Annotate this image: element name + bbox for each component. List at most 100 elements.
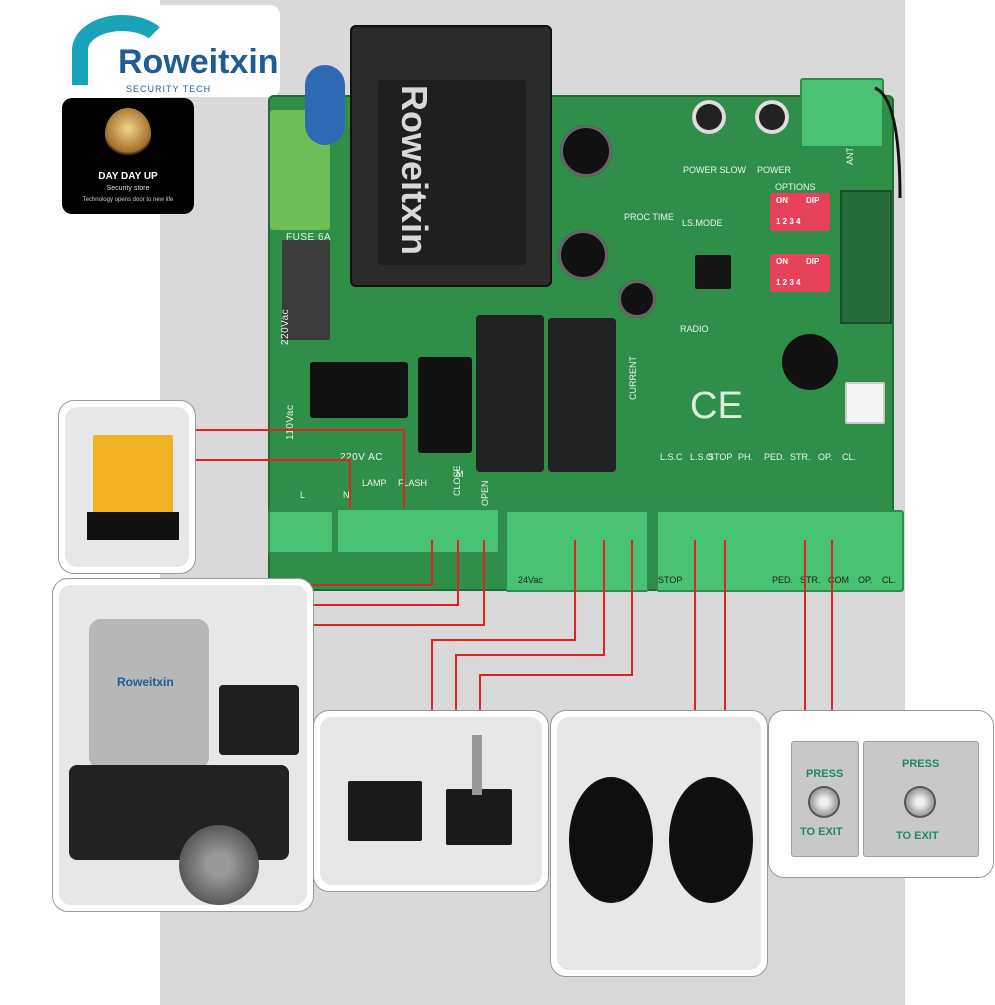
store-subtitle: Security store — [106, 185, 150, 192]
exit-button-image: PRESS TO EXIT PRESS TO EXIT — [775, 717, 987, 871]
logo-arc-icon — [72, 15, 172, 85]
ped-label: PED. — [764, 452, 786, 462]
magnet-block-icon — [348, 781, 422, 841]
n-label: N — [343, 490, 350, 500]
str-terminal-label: STR. — [800, 575, 821, 585]
ped-terminal-label: PED. — [772, 575, 794, 585]
twentyfour-vac-label: 24Vac — [518, 575, 543, 585]
ce-mark-icon: CE — [690, 385, 743, 427]
buzzer-icon — [782, 334, 838, 390]
large-exit-button[interactable] — [906, 788, 934, 816]
l-label: L — [300, 490, 306, 500]
power-slow-pot[interactable] — [692, 100, 726, 134]
op-terminal-label: OP. — [858, 575, 873, 585]
motor-panel: Roweitxin — [52, 578, 314, 912]
large-exit-plate: PRESS TO EXIT — [863, 741, 979, 857]
radio-module — [840, 190, 892, 324]
photocell-right-icon — [669, 777, 753, 903]
store-logo: DAY DAY UP Security store Technology ope… — [62, 98, 194, 214]
limit-switch-image — [320, 717, 542, 885]
dip-on-label: ON — [776, 196, 788, 205]
store-title: DAY DAY UP — [98, 171, 158, 182]
relay-open — [476, 315, 544, 472]
lso-label: L.S.O — [690, 452, 714, 462]
photocell-left-icon — [569, 777, 653, 903]
power-pot[interactable] — [755, 100, 789, 134]
ph-label: PH. — [738, 452, 754, 462]
photocell-image — [557, 717, 761, 970]
flash-label: FLASH — [398, 478, 428, 488]
brand-tagline: SECURITY TECH — [126, 84, 212, 94]
com-terminal-label: COM — [828, 575, 849, 585]
varistor-icon — [305, 65, 345, 145]
capacitor-small — [618, 280, 656, 318]
terminal-24vac — [505, 510, 649, 592]
small-exit-plate: PRESS TO EXIT — [791, 741, 859, 857]
op-label: OP. — [818, 452, 833, 462]
relay-lamp — [310, 362, 408, 418]
large-exit-label: TO EXIT — [896, 830, 939, 842]
m-label: M — [456, 469, 464, 479]
stop-label: STOP — [708, 452, 733, 462]
large-press-label: PRESS — [902, 758, 940, 770]
flash-lamp-image — [65, 407, 189, 567]
dip-text-label: DIP — [806, 196, 820, 205]
flash-lamp-panel — [58, 400, 196, 574]
antenna-terminal — [800, 78, 884, 148]
spring-icon — [472, 735, 482, 795]
motor-base-icon — [69, 765, 289, 860]
terminal-motor-lamp — [336, 508, 500, 554]
small-exit-button[interactable] — [810, 788, 838, 816]
motor-housing-icon — [89, 619, 209, 769]
radio-label: RADIO — [680, 324, 709, 334]
relay-flash — [418, 357, 472, 453]
relay-close — [548, 318, 616, 472]
lamp-shade-icon — [93, 435, 173, 515]
regulator-block — [282, 240, 330, 340]
dip-number-label: 1 2 3 4 — [776, 278, 801, 287]
fuse-label: FUSE 6A — [286, 232, 332, 243]
lamp-base-icon — [87, 512, 179, 540]
dip-switch-top[interactable]: ON DIP 1 2 3 4 — [770, 193, 830, 231]
terminal-power — [268, 510, 334, 554]
proc-time-label: PROC TIME — [624, 212, 674, 222]
stop-terminal-label: STOP — [658, 575, 683, 585]
lamp-label: LAMP — [362, 478, 387, 488]
terminal-inputs — [656, 510, 904, 592]
phoenix-icon — [105, 108, 151, 160]
small-exit-label: TO EXIT — [800, 826, 843, 838]
ls-mode-label: LS.MODE — [682, 218, 723, 228]
motor-image: Roweitxin — [59, 585, 307, 905]
brand-name: Roweitxin — [118, 43, 279, 81]
antenna-wire-icon — [874, 86, 902, 198]
dip-on-label: ON — [776, 257, 788, 266]
microcontroller-chip — [695, 255, 731, 289]
switch-block-icon — [446, 789, 512, 845]
connector-white — [845, 382, 885, 424]
capacitor-large — [560, 125, 612, 177]
cl-label: CL. — [842, 452, 857, 462]
exit-button-panel: PRESS TO EXIT PRESS TO EXIT — [768, 710, 994, 878]
power-label: POWER — [757, 165, 792, 175]
inductor — [558, 230, 608, 280]
dip-switch-bottom[interactable]: ON DIP 1 2 3 4 — [770, 254, 830, 292]
photocell-panel — [550, 710, 768, 977]
options-label: OPTIONS — [775, 182, 816, 192]
power-slow-label: POWER SLOW — [683, 165, 747, 175]
gear-icon — [179, 825, 259, 905]
cl-terminal-label: CL. — [882, 575, 897, 585]
limit-switch-panel — [313, 710, 549, 892]
dip-number-label: 1 2 3 4 — [776, 217, 801, 226]
store-motto: Technology opens door to new life — [82, 197, 174, 203]
supply-label: 220V AC — [340, 452, 383, 463]
brand-logo: Roweitxin SECURITY TECH — [62, 5, 280, 97]
motor-logo: Roweitxin — [117, 675, 174, 689]
small-press-label: PRESS — [806, 768, 844, 780]
motor-controller-box — [219, 685, 299, 755]
transformer: Roweitxin — [350, 25, 552, 287]
str-label: STR. — [790, 452, 811, 462]
transformer-core — [378, 80, 526, 265]
lsc-label: L.S.C — [660, 452, 683, 462]
dip-text-label: DIP — [806, 257, 820, 266]
